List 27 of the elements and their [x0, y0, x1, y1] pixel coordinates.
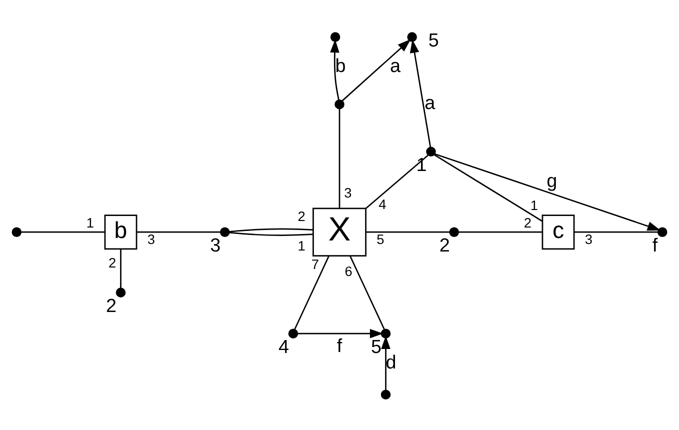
- node-label: 3: [147, 232, 155, 248]
- node-label: 5: [428, 30, 439, 52]
- node-label: 1: [416, 155, 427, 176]
- node-label: 1: [530, 198, 538, 213]
- node-label: 1: [298, 238, 306, 254]
- edge-label: a: [390, 56, 400, 78]
- node-label: f: [652, 235, 658, 256]
- node-label: 2: [108, 255, 116, 270]
- node-label: 2: [524, 215, 532, 230]
- edge-label: d: [386, 352, 396, 374]
- edge-label: f: [336, 336, 342, 357]
- edge-label: b: [335, 56, 346, 78]
- node-label: 6: [344, 264, 352, 280]
- node-label: 7: [311, 257, 319, 272]
- node-label: 5: [371, 336, 382, 358]
- edge-label: g: [546, 170, 558, 192]
- edge-label: a: [424, 92, 436, 114]
- node-label: 3: [584, 232, 592, 248]
- node-label: 1: [86, 215, 94, 230]
- node-label: 2: [106, 296, 117, 317]
- node-label: 5: [376, 232, 384, 248]
- node-label: 4: [378, 196, 386, 212]
- node-label: 2: [439, 235, 450, 256]
- node-label: 4: [278, 336, 290, 358]
- node-label: 3: [210, 235, 221, 256]
- node-label: 3: [344, 185, 352, 200]
- node-label: 2: [298, 208, 306, 224]
